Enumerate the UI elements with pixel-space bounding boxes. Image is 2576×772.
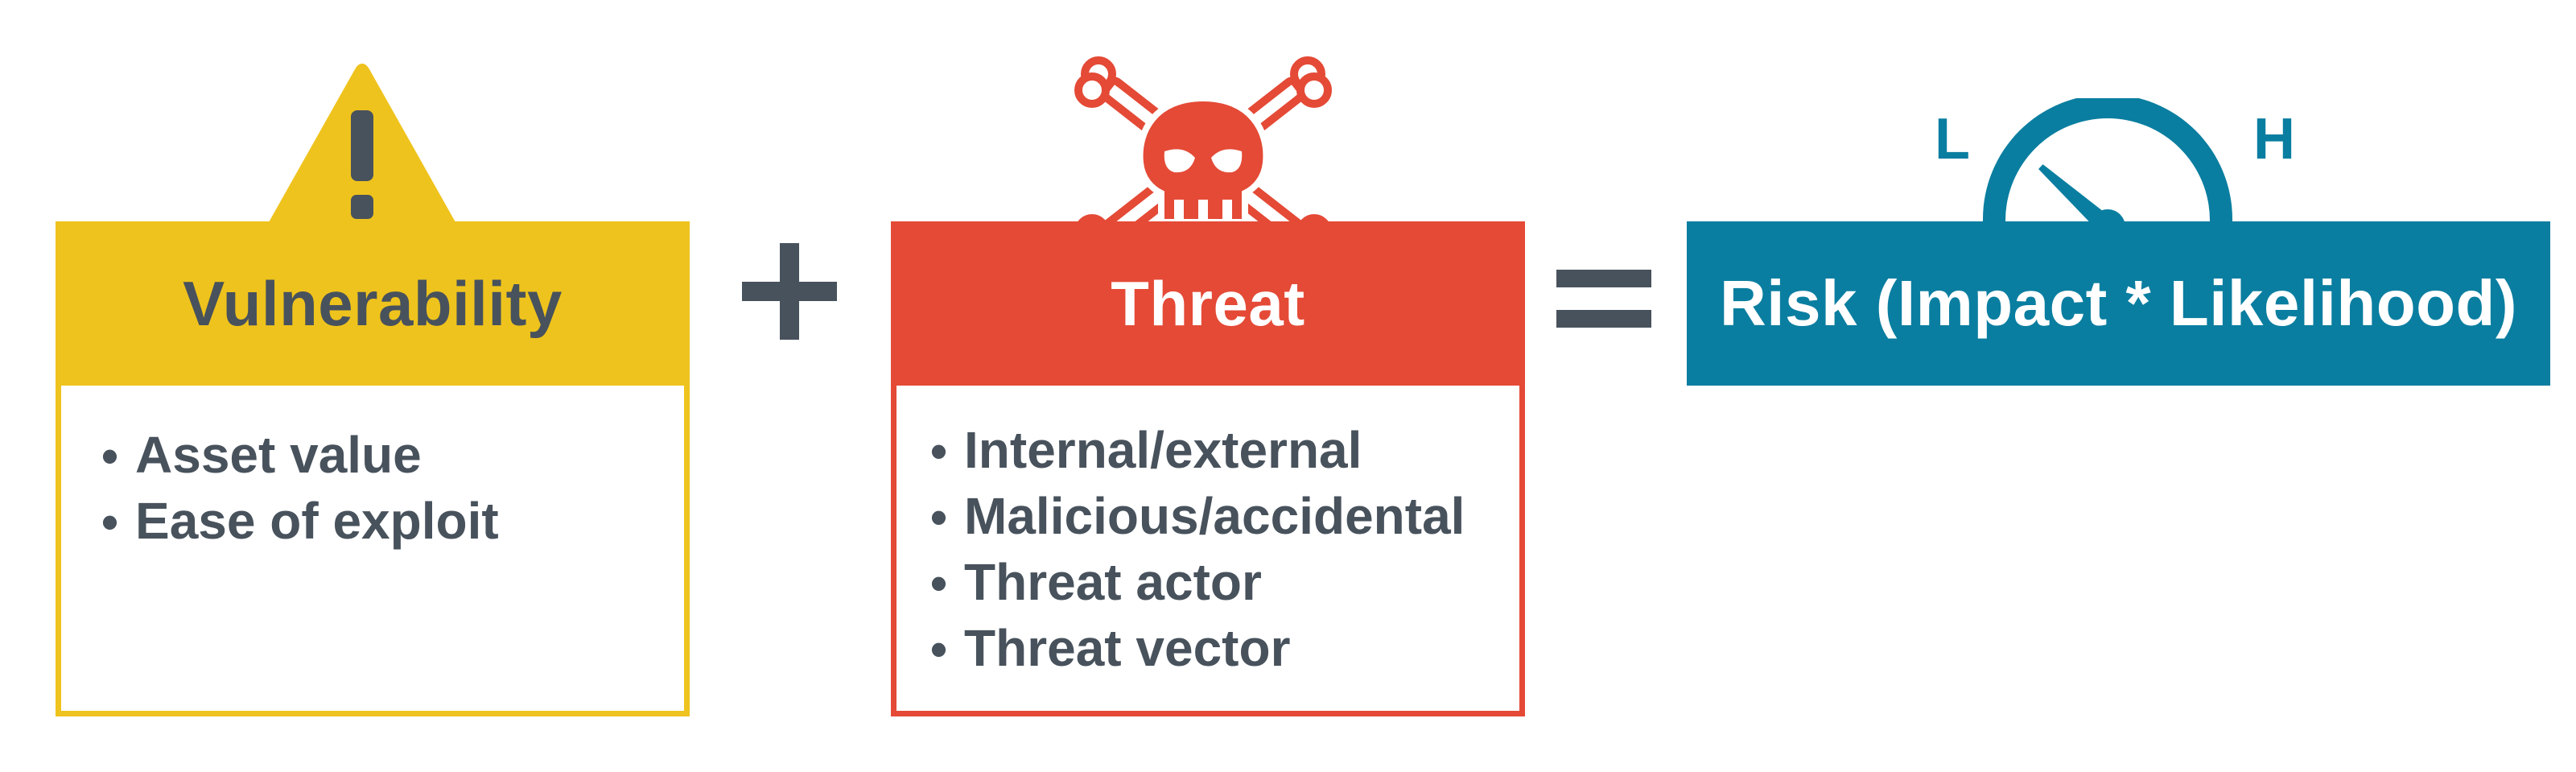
equals-bar-bottom [1556,310,1651,328]
risk-title: Risk (Impact * Likelihood) [1720,267,2517,339]
threat-list-box: Internal/external Malicious/accidental T… [891,386,1525,716]
threat-header: Threat [891,221,1525,386]
list-item: Malicious/accidental [930,484,1519,550]
gauge-high-label: H [2253,107,2295,171]
list-item: Threat vector [930,616,1519,682]
warning-icon [257,56,468,244]
list-item: Internal/external [930,418,1519,484]
vulnerability-list: Asset value Ease of exploit [101,423,684,555]
risk-header: Risk (Impact * Likelihood) [1687,221,2550,386]
gauge-icon [1983,98,2232,227]
vulnerability-header: Vulnerability [56,221,690,386]
threat-list: Internal/external Malicious/accidental T… [930,418,1519,682]
list-item: Threat actor [930,550,1519,616]
vulnerability-title: Vulnerability [183,267,563,339]
equals-bar-top [1556,270,1651,287]
list-item: Asset value [101,423,684,489]
gauge-low-label: L [1935,107,1970,171]
list-item: Ease of exploit [101,489,684,555]
plus-bar-vertical [780,243,799,340]
threat-title: Threat [1111,267,1305,339]
vulnerability-list-box: Asset value Ease of exploit [56,386,690,716]
